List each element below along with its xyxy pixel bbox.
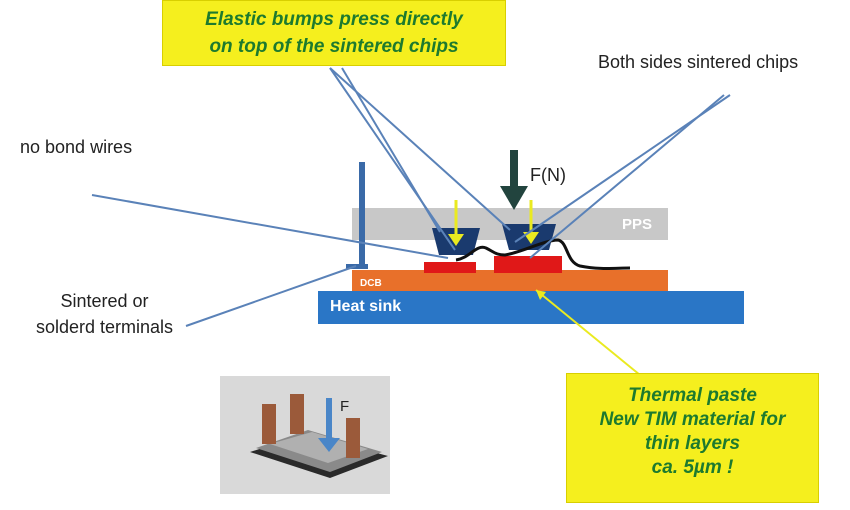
dcb-block xyxy=(352,270,668,291)
callout-bottom-line: Thermal paste xyxy=(628,385,757,406)
terminal-foot xyxy=(346,264,368,269)
callout-thermal-paste: Thermal paste New TIM material for thin … xyxy=(566,373,819,503)
label-sintered-line: Sintered or xyxy=(60,291,149,311)
inset-render xyxy=(220,376,390,494)
terminal-post xyxy=(359,162,365,268)
inset-terminal-2 xyxy=(290,394,304,434)
label-sintered-terminals: Sintered or solderd terminals xyxy=(36,288,173,340)
tim-pointer-head xyxy=(536,290,546,300)
force-arrow xyxy=(500,150,528,210)
chip-right xyxy=(494,256,562,273)
tim-pointer-line xyxy=(535,289,641,376)
inset-force-head xyxy=(318,438,340,452)
dcb-label: DCB xyxy=(360,278,382,289)
callout-top-line: Elastic bumps press directly xyxy=(205,9,463,30)
callout-bottom-line: ca. 5µm ! xyxy=(651,457,734,478)
chip-left xyxy=(424,262,476,273)
callout-bottom-line: thin layers xyxy=(644,433,741,454)
label-both-sides-sintered: Both sides sintered chips xyxy=(598,52,799,72)
callout-top-line: on top of the sintered chips xyxy=(209,36,459,57)
pointer-lines xyxy=(91,67,731,327)
flex-wire xyxy=(455,238,631,270)
inset-terminal-1 xyxy=(262,404,276,444)
inset-chip xyxy=(270,432,368,463)
inset-force-label: F xyxy=(340,398,350,415)
pps-label: PPS xyxy=(622,216,653,233)
force-label: F(N) xyxy=(530,165,566,185)
callout-bottom-line: New TIM material for xyxy=(599,409,786,430)
callout-elastic-bumps: Elastic bumps press directly on top of t… xyxy=(162,0,506,66)
heat-sink-block xyxy=(318,291,744,324)
label-no-bond-wires: no bond wires xyxy=(20,137,133,157)
yellow-arrow-left xyxy=(448,200,464,246)
inset-force-shaft xyxy=(326,398,332,442)
label-sintered-line: solderd terminals xyxy=(36,317,174,337)
inset-terminal-3 xyxy=(346,418,360,458)
heat-sink-label: Heat sink xyxy=(330,298,402,315)
